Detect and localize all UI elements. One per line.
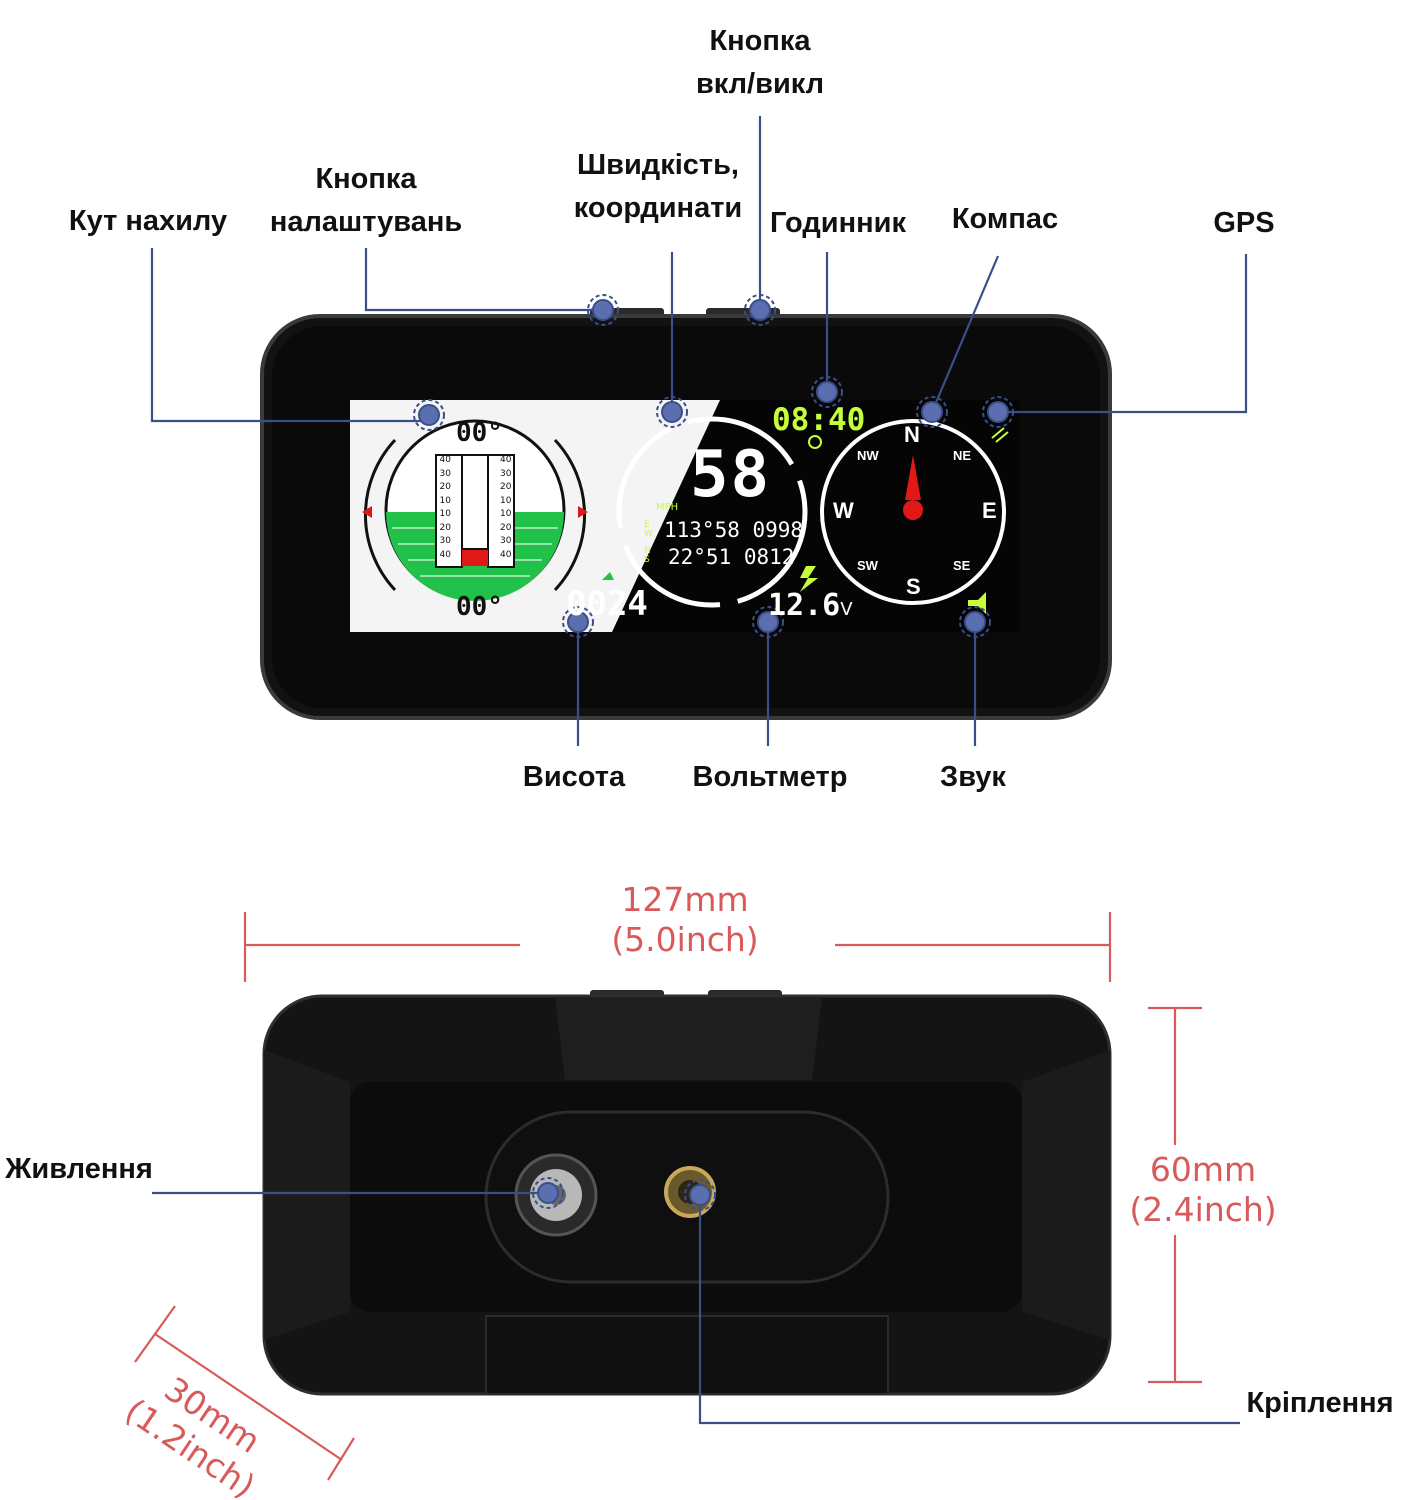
- compass-w: W: [833, 498, 854, 523]
- longitude-value: 113°58 0998: [664, 518, 804, 542]
- width-dimension: 127mm (5.0inch): [560, 880, 810, 960]
- label-power-supply: Живлення: [5, 1153, 153, 1185]
- callout-lines-bottom: [152, 1191, 1240, 1425]
- tick-label: 30: [500, 468, 512, 479]
- lightning-icon: [800, 566, 818, 592]
- height-mm: 60mm: [1149, 1150, 1257, 1189]
- tick-label: 10: [500, 509, 512, 519]
- speed-ring: [616, 416, 808, 608]
- label-power-button: Кнопка вкл/викл: [660, 20, 860, 106]
- voltmeter-readout: 12.6V: [768, 588, 853, 623]
- label-altitude: Висота: [522, 761, 626, 793]
- tick-label: 10: [439, 509, 451, 519]
- dimension-lines: [134, 912, 1202, 1481]
- speaker-icon: [968, 592, 986, 614]
- label-speed-coordinates: Швидкість, координати: [548, 144, 768, 230]
- compass-ne: NE: [953, 448, 972, 463]
- tick-label: 30: [439, 468, 451, 479]
- mount-slot: [485, 1315, 889, 1395]
- width-inch: (5.0inch): [611, 920, 759, 959]
- voltage-unit: V: [840, 599, 853, 620]
- speed-unit: MPH: [656, 502, 679, 513]
- compass-s: S: [906, 574, 921, 599]
- height-dimension: 60mm (2.4inch): [1118, 1150, 1288, 1230]
- tick-label: 20: [500, 482, 512, 492]
- label-line: координати: [573, 192, 743, 224]
- compass-n: N: [904, 422, 920, 447]
- compass-needle: [905, 455, 921, 500]
- tick-label: 40: [439, 549, 451, 560]
- compass-se: SE: [953, 558, 971, 573]
- roll-readout: 00°: [456, 592, 503, 622]
- label-gps: GPS: [1213, 207, 1275, 239]
- tick-label: 20: [439, 522, 451, 533]
- voltage-value: 12.6: [768, 588, 841, 623]
- compass-sw: SW: [857, 558, 878, 573]
- label-line: Швидкість,: [577, 149, 739, 181]
- compass-nw: NW: [857, 448, 879, 463]
- label-line: вкл/викл: [695, 68, 825, 100]
- speed-value: 58: [690, 438, 772, 512]
- label-compass: Компас: [951, 203, 1059, 235]
- label-line: налаштувань: [269, 206, 463, 238]
- tick-label: 30: [439, 536, 451, 546]
- altitude-value: 0024: [566, 584, 648, 624]
- label-clock: Годинник: [770, 207, 906, 239]
- label-mount: Кріплення: [1246, 1387, 1394, 1419]
- tick-label: 10: [500, 495, 512, 506]
- pitch-readout: 00°: [456, 418, 503, 448]
- clock-icon: [808, 435, 822, 449]
- latitude-direction: N S: [644, 546, 651, 565]
- label-sound: Звук: [940, 761, 1006, 793]
- label-settings-button: Кнопка налаштувань: [256, 158, 476, 244]
- ladder-left-labels: 40 30 20 10 10 20 30 40: [437, 454, 451, 562]
- height-inch: (2.4inch): [1129, 1190, 1277, 1229]
- ladder-right-labels: 40 30 20 10 10 20 30 40: [500, 454, 514, 562]
- label-line: Кнопка: [315, 163, 417, 195]
- compass-e: E: [982, 498, 997, 523]
- tick-label: 40: [500, 455, 512, 465]
- longitude-direction: E W: [644, 520, 653, 539]
- tick-label: 10: [439, 495, 451, 506]
- gps-signal-icon: [991, 427, 1009, 443]
- callout-lines-top: [150, 116, 1248, 746]
- mountain-icon: [602, 572, 614, 580]
- callout-markers-top: [413, 294, 1014, 638]
- label-line: Кнопка: [709, 25, 811, 57]
- width-mm: 127mm: [621, 880, 749, 919]
- compass-ring: [820, 419, 1006, 605]
- device-front: [260, 308, 1112, 720]
- label-voltmeter: Вольтметр: [692, 761, 848, 793]
- tick-label: 30: [500, 536, 512, 546]
- device-back: [262, 990, 1112, 1396]
- back-clip: [555, 998, 822, 1080]
- clock-time: 08:40: [772, 402, 866, 438]
- tick-label: 20: [439, 482, 451, 492]
- tick-label: 40: [500, 549, 512, 560]
- latitude-value: 22°51 0812: [668, 545, 795, 569]
- tick-label: 20: [500, 522, 512, 533]
- tick-label: 40: [439, 455, 451, 465]
- label-tilt-angle: Кут нахилу: [68, 205, 228, 237]
